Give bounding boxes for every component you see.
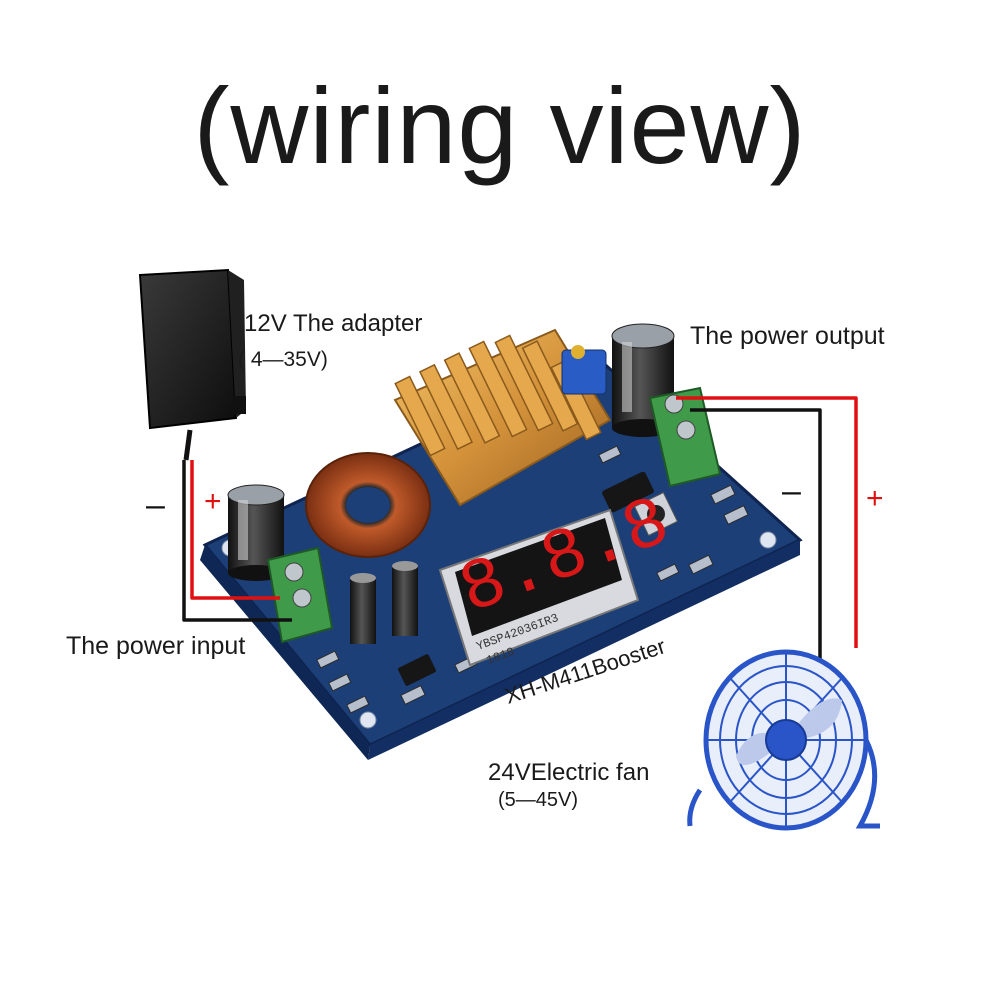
electric-fan: [687, 649, 880, 831]
adapter-label: 12V The adapter: [244, 310, 422, 337]
adapter-range-label: ( 4—35V): [238, 348, 328, 371]
fan-label: 24VElectric fan: [488, 759, 649, 786]
diagram-title: (wiring view): [193, 65, 807, 186]
power-input-label: The power input: [66, 632, 245, 660]
output-positive-sign: +: [866, 482, 884, 515]
input-positive-sign: +: [204, 485, 222, 518]
fan-range-label: (5—45V): [498, 789, 578, 811]
input-negative-sign: –: [146, 486, 165, 524]
power-adapter: [138, 268, 246, 461]
potentiometer: [561, 349, 607, 395]
small-capacitors: [350, 561, 418, 644]
output-negative-sign: –: [782, 472, 801, 510]
toroid-inductor: [305, 452, 431, 558]
heatsink: [393, 328, 612, 507]
wires: [182, 396, 858, 700]
output-terminal: [648, 386, 722, 488]
power-output-label: The power output: [690, 322, 885, 350]
